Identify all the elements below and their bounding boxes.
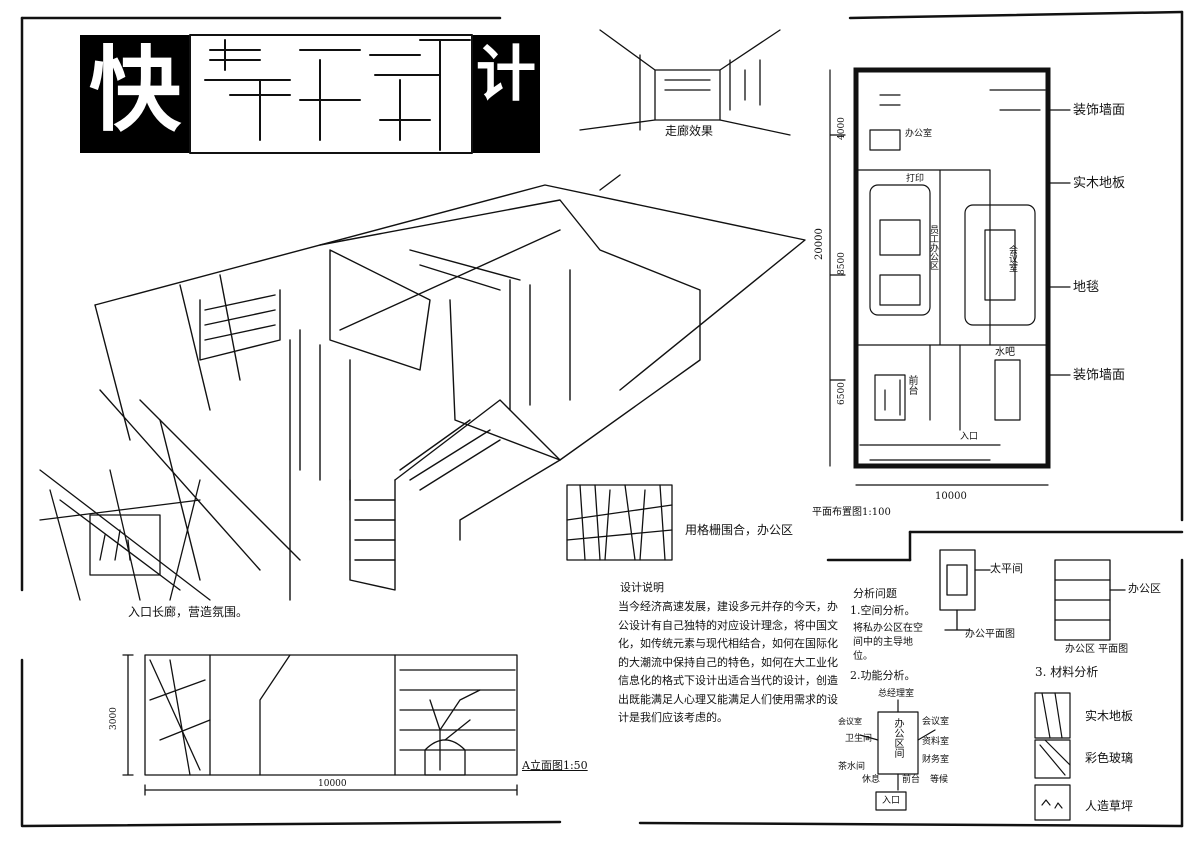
analysis-item-1-text: 将私办公区在空间中的主导地位。 bbox=[853, 623, 923, 662]
plan-callout-4: 装饰墙面 bbox=[1073, 368, 1126, 383]
room-staff-office: 员工办公区 bbox=[928, 225, 938, 270]
elevation-dim-width: 10000 bbox=[318, 779, 347, 789]
material-1: 实木地板 bbox=[1085, 709, 1134, 723]
plan-callout-1: 装饰墙面 bbox=[1073, 103, 1126, 118]
small-plan-diagram bbox=[939, 549, 991, 631]
plan-dim-length: 20000 bbox=[814, 228, 825, 260]
office-label: 办公区 bbox=[1128, 582, 1161, 595]
plan-dim-width: 10000 bbox=[935, 491, 967, 502]
analysis-item-1: 1.空间分析。 bbox=[850, 604, 916, 617]
plan-dim-b: 8500 bbox=[837, 252, 847, 275]
corridor-sketch bbox=[579, 29, 791, 136]
entrance-caption: 入口长廊，营造氛围。 bbox=[128, 605, 249, 619]
flow-right-a: 会议室 bbox=[922, 717, 950, 727]
title-char-1: 快 bbox=[88, 37, 181, 144]
title-block bbox=[80, 34, 540, 154]
room-print: 打印 bbox=[906, 174, 925, 184]
floor-plan bbox=[829, 67, 1071, 486]
elevation-drawing bbox=[122, 654, 518, 796]
function-flow-diagram bbox=[859, 699, 936, 811]
small-plan-label: 太平间 bbox=[990, 562, 1023, 575]
flow-top: 总经理室 bbox=[878, 689, 915, 699]
elevation-dim-height: 3000 bbox=[109, 707, 119, 730]
flow-entry: 入口 bbox=[882, 796, 901, 806]
flow-center: 办公区间 bbox=[892, 718, 903, 758]
sheet-border bbox=[20, 10, 1184, 828]
flow-bottom-right: 前台 bbox=[902, 775, 921, 785]
title-char-4: 计 bbox=[476, 40, 536, 110]
flow-right-c: 财务室 bbox=[922, 755, 950, 765]
analysis-item-2: 2.功能分析。 bbox=[850, 669, 916, 682]
material-2: 彩色玻璃 bbox=[1085, 751, 1134, 765]
plan-callout-2: 实木地板 bbox=[1073, 176, 1126, 191]
plan-title: 平面布置图1:100 bbox=[812, 507, 891, 518]
corridor-caption: 走廊效果 bbox=[665, 124, 714, 138]
flow-left-a: 会议室 bbox=[838, 717, 862, 726]
materials-heading: 3. 材料分析 bbox=[1035, 665, 1099, 679]
room-entrance: 入口 bbox=[960, 432, 979, 442]
plan-callout-3: 地毯 bbox=[1073, 280, 1100, 295]
material-swatches bbox=[1034, 692, 1071, 821]
design-notes-heading: 设计说明 bbox=[620, 581, 664, 594]
room-office-top: 办公室 bbox=[905, 129, 933, 139]
partition-caption: 用格栅围合，办公区 bbox=[685, 523, 794, 537]
material-3: 人造草坪 bbox=[1085, 799, 1134, 813]
flow-right-b: 资料室 bbox=[922, 737, 950, 747]
analysis-heading: 分析问题 bbox=[853, 587, 897, 600]
flow-bottom-right2: 等候 bbox=[930, 775, 949, 785]
partition-sketch bbox=[566, 484, 673, 561]
plan-dim-a: 4000 bbox=[837, 117, 847, 140]
room-water-bar: 水吧 bbox=[995, 347, 1015, 358]
room-front-desk: 前台 bbox=[906, 375, 917, 395]
elevation-title: A立面图1:50 bbox=[522, 759, 588, 772]
flow-bottom-left: 休息 bbox=[862, 775, 881, 785]
axonometric-drawing bbox=[94, 174, 806, 601]
flow-left-b: 卫生间 bbox=[845, 734, 873, 744]
flow-left-c: 茶水间 bbox=[838, 762, 866, 772]
office-caption: 办公区 平面图 bbox=[1065, 644, 1129, 655]
entrance-sketch bbox=[39, 469, 211, 601]
design-notes-body: 当今经济高速发展，建设多元并存的今天，办公设计有自己独特的对应设计理念，将中国文… bbox=[618, 600, 838, 724]
small-plan-caption: 办公平面图 bbox=[965, 629, 1015, 640]
room-meeting: 会议室 bbox=[1007, 245, 1017, 272]
plan-dim-c: 6500 bbox=[837, 382, 847, 405]
office-diagram bbox=[1054, 559, 1126, 641]
